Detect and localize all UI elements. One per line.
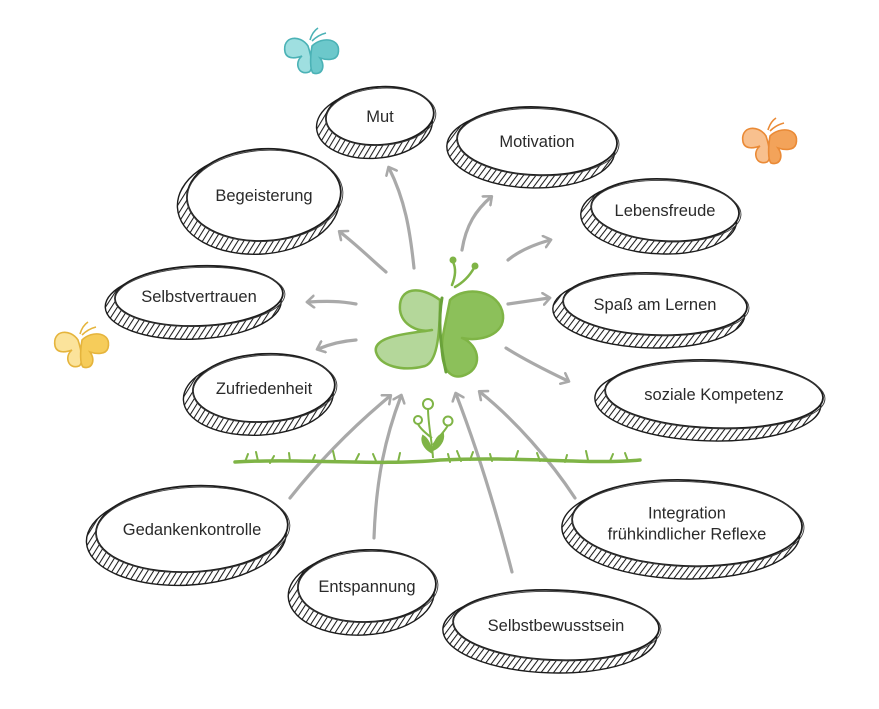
yellow-butterfly-icon: [53, 321, 110, 369]
stone-entspannung: Entspannung: [287, 548, 439, 636]
stone-label-selbstvertrauen: Selbstvertrauen: [141, 288, 257, 306]
stone-label-line: Zufriedenheit: [216, 380, 313, 398]
stone-label-spass: Spaß am Lernen: [594, 296, 717, 314]
stone-outline-sketch: [456, 108, 620, 177]
arrow-to-zufriedenheit: [318, 338, 358, 349]
stone-outline-sketch: [114, 266, 286, 327]
arrow-from-entspannung: [372, 396, 401, 540]
arrow-to-motivation: [460, 197, 491, 252]
stone-zufriedenheit: Zufriedenheit: [182, 352, 338, 437]
stone-label-line: Spaß am Lernen: [594, 296, 717, 314]
stone-label-line: Mut: [366, 108, 394, 126]
stone-label-line: Motivation: [499, 133, 574, 151]
stone-gedanken: Gedankenkontrolle: [85, 484, 291, 587]
stone-sozial: soziale Kompetenz: [594, 358, 826, 442]
stone-label-entspannung: Entspannung: [318, 578, 415, 596]
arrow-from-integration: [480, 392, 577, 500]
stone-label-selbstbewusstsein: Selbstbewusstsein: [488, 617, 625, 635]
stone-label-line: Entspannung: [318, 578, 415, 596]
arrow-from-selbstbewusstsein: [456, 394, 514, 574]
grass-ground: [233, 450, 642, 465]
stone-label-gedanken: Gedankenkontrolle: [123, 521, 262, 539]
stone-outline-sketch: [452, 590, 662, 662]
orange-butterfly-icon: [741, 117, 798, 165]
stone-lebensfreude: Lebensfreude: [580, 178, 742, 255]
stone-outline-sketch: [95, 486, 291, 574]
stone-outline-sketch: [590, 179, 742, 243]
arrow-to-begeisterung: [340, 232, 388, 274]
stone-label-line: soziale Kompetenz: [644, 386, 783, 404]
stone-outline-sketch: [186, 149, 344, 242]
stone-label-line: Integration: [648, 505, 726, 523]
stone-label-lebensfreude: Lebensfreude: [615, 202, 716, 220]
blue-butterfly-icon: [283, 27, 340, 75]
stone-label-mut: Mut: [366, 108, 394, 126]
arrow-to-selbstvertrauen: [308, 301, 358, 304]
flower-icon: [413, 398, 454, 459]
stone-label-line: Lebensfreude: [615, 202, 716, 220]
stone-mut: Mut: [315, 85, 437, 160]
arrow-to-mut: [389, 168, 416, 270]
stone-outline-sketch: [571, 480, 805, 568]
stone-label-line: Selbstvertrauen: [141, 288, 257, 306]
stone-outline-sketch: [562, 274, 750, 337]
stone-label-line: Selbstbewusstsein: [488, 617, 625, 635]
stone-integration: Integration frühkindlicher Reflexe: [561, 479, 805, 580]
arrow-from-gedanken: [288, 396, 390, 500]
stone-label-line: frühkindlicher Reflexe: [608, 526, 767, 544]
stone-label-sozial: soziale Kompetenz: [644, 386, 783, 404]
stone-label-motivation: Motivation: [499, 133, 574, 151]
stone-outline-sketch: [325, 87, 437, 146]
stone-label-begeisterung: Begeisterung: [215, 187, 312, 205]
stones-layer: MutMotivationBegeisterungLebensfreudeSel…: [85, 85, 826, 674]
stone-label-line: Gedankenkontrolle: [123, 521, 262, 539]
stone-outline-sketch: [604, 360, 826, 430]
green-butterfly-icon: [374, 256, 505, 378]
stone-outline-sketch: [297, 550, 439, 623]
stone-outline-sketch: [192, 354, 338, 423]
stone-selbstvertrauen: Selbstvertrauen: [104, 264, 286, 340]
stone-label-integration: Integration frühkindlicher Reflexe: [608, 505, 767, 544]
arrow-to-lebensfreude: [506, 240, 550, 262]
stone-selbstbewusstsein: Selbstbewusstsein: [442, 589, 662, 674]
stone-label-line: Begeisterung: [215, 187, 312, 205]
stone-label-zufriedenheit: Zufriedenheit: [216, 380, 313, 398]
stone-motivation: Motivation: [446, 106, 620, 189]
stone-begeisterung: Begeisterung: [176, 147, 344, 256]
stone-spass: Spaß am Lernen: [552, 272, 750, 349]
arrows-layer: [288, 168, 577, 574]
arrow-to-sozial: [504, 346, 568, 381]
arrow-to-spass: [506, 298, 549, 304]
